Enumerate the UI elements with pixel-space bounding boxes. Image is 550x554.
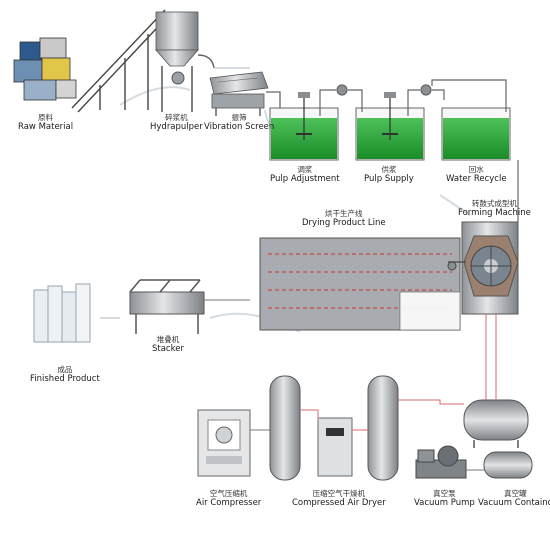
transfer-pumps [319, 79, 507, 116]
forming-machine-icon [447, 160, 519, 315]
vibration-screen-label-en: Vibration Screen [204, 121, 275, 132]
vacuum-container-small [483, 451, 533, 479]
water-recycle-label: 回水 Water Recycle [446, 165, 507, 184]
pipe [266, 91, 290, 111]
finished-product-icon [33, 283, 91, 343]
feed-conveyor [71, 9, 171, 113]
air-tank-1 [269, 375, 301, 481]
finished-product-label-cn: 成品 [57, 365, 73, 374]
pulp-supply-label-cn: 供浆 [381, 165, 397, 174]
air-compressor-icon [197, 409, 251, 477]
hydrapulper-icon [155, 11, 215, 112]
water-recycle-label-en: Water Recycle [446, 173, 507, 184]
vacuum-container-label-cn: 真空罐 [504, 489, 527, 498]
hydrapulper-label-en: Hydrapulper [150, 121, 203, 132]
vacuum-pump-icon [415, 445, 467, 479]
pipe [250, 314, 497, 471]
air-compressor-label-en: Air Compresser [196, 497, 262, 508]
vibration-screen-label-cn: 振筛 [231, 113, 247, 122]
raw-material-icon [13, 37, 77, 101]
vacuum-pump-label-en: Vacuum Pump [414, 497, 475, 508]
drying-line [259, 237, 461, 331]
air-dryer-label-cn: 压缩空气干燥机 [312, 489, 366, 498]
finished-product-label: 成品 Finished Product [30, 365, 100, 384]
vacuum-container-label: 真空罐 Vacuum Containo [478, 489, 550, 508]
pulp-supply-label: 供浆 Pulp Supply [364, 165, 414, 184]
raw-material-label: 原料 Raw Material [18, 113, 74, 132]
air-tank-2 [367, 375, 399, 481]
finished-product-label-en: Finished Product [30, 373, 100, 384]
air-compressor-label-cn: 空气压缩机 [209, 489, 248, 498]
stacker-label-cn: 堆叠机 [156, 335, 180, 344]
vacuum-pump-label-cn: 真空泵 [433, 489, 456, 498]
pulp-adjustment-tank [269, 92, 339, 161]
flow-arrow [439, 194, 471, 216]
vacuum-container-large [463, 399, 529, 448]
hydrapulper-label: 碎浆机 Hydrapulper [150, 113, 203, 132]
stacker-label-en: Stacker [152, 343, 184, 354]
pulp-adjustment-label-en: Pulp Adjustment [270, 173, 340, 184]
vacuum-pump-label: 真空泵 Vacuum Pump [414, 489, 475, 508]
pulp-supply-tank [355, 92, 425, 161]
water-recycle-tank [441, 107, 511, 161]
drying-line-label-cn: 烘干生产线 [325, 209, 363, 218]
pulp-adjustment-label: 调浆 Pulp Adjustment [270, 165, 340, 184]
forming-machine-label: 转鼓式成型机 Forming Machine [458, 199, 531, 218]
forming-machine-label-cn: 转鼓式成型机 [471, 199, 517, 208]
vibration-screen-icon [209, 71, 269, 116]
drying-line-label: 烘干生产线 Drying Product Line [302, 209, 386, 228]
raw-material-label-cn: 原料 [38, 113, 54, 122]
hydrapulper-label-cn: 碎浆机 [165, 113, 188, 122]
compressed-air-dryer-icon [317, 417, 353, 477]
water-recycle-label-cn: 回水 [468, 165, 484, 174]
pulp-adjustment-label-cn: 调浆 [297, 165, 313, 174]
stacker-label: 堆叠机 Stacker [152, 335, 184, 354]
vacuum-container-label-en: Vacuum Containo [478, 497, 550, 508]
forming-machine-label-en: Forming Machine [458, 207, 531, 218]
raw-material-label-en: Raw Material [18, 121, 74, 132]
air-dryer-label: 压缩空气干燥机 Compressed Air Dryer [292, 489, 386, 508]
stacker-icon [129, 279, 250, 334]
flow-arrow [119, 86, 191, 106]
pulp-supply-label-en: Pulp Supply [364, 173, 414, 184]
air-dryer-label-en: Compressed Air Dryer [292, 497, 386, 508]
air-compressor-label: 空气压缩机 Air Compresser [196, 489, 262, 508]
drying-line-label-en: Drying Product Line [302, 217, 386, 228]
vibration-screen-label: 振筛 Vibration Screen [204, 113, 275, 132]
